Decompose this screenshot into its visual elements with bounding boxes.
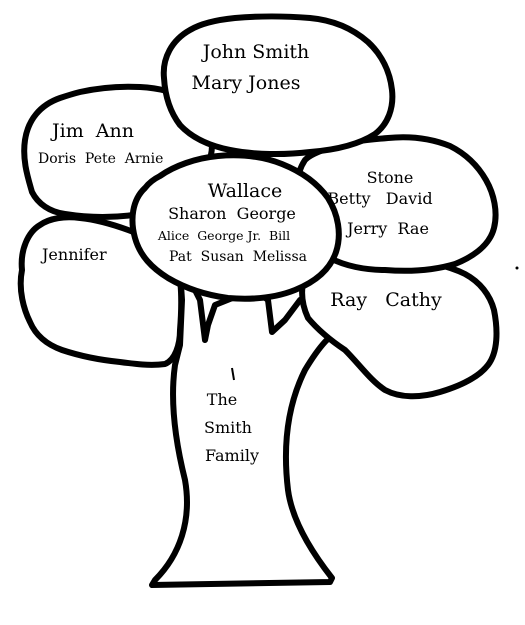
- center-name-line-4: Pat Susan Melissa: [169, 249, 307, 265]
- trunk-mark: [231, 367, 235, 381]
- center-name-line-3: Alice George Jr. Bill: [157, 228, 290, 243]
- lower-right-name-line-1: Ray Cathy: [330, 289, 442, 311]
- foliage-top: [160, 13, 396, 158]
- ink-dot: [515, 266, 519, 270]
- left-name-line-1: Jim Ann: [50, 120, 134, 142]
- lower-left-name-line-1: Jennifer: [40, 245, 107, 264]
- right-name-line-1: Stone: [367, 168, 414, 187]
- right-name-line-3: Jerry Rae: [345, 219, 429, 238]
- top-name-line-2: Mary Jones: [192, 72, 301, 94]
- foliage-center: [129, 152, 342, 302]
- foliage-lower-right: [299, 254, 500, 400]
- top-name-line-1: John Smith: [201, 41, 310, 63]
- trunk-title-line-1: The: [207, 390, 237, 409]
- left-name-line-2: Doris Pete Arnie: [38, 151, 163, 167]
- right-name-line-2: Betty David: [327, 189, 432, 208]
- center-name-line-2: Sharon George: [168, 204, 296, 223]
- center-name-line-1: Wallace: [208, 180, 283, 202]
- trunk-title-line-3: Family: [205, 446, 259, 465]
- trunk-title-line-2: Smith: [204, 418, 252, 437]
